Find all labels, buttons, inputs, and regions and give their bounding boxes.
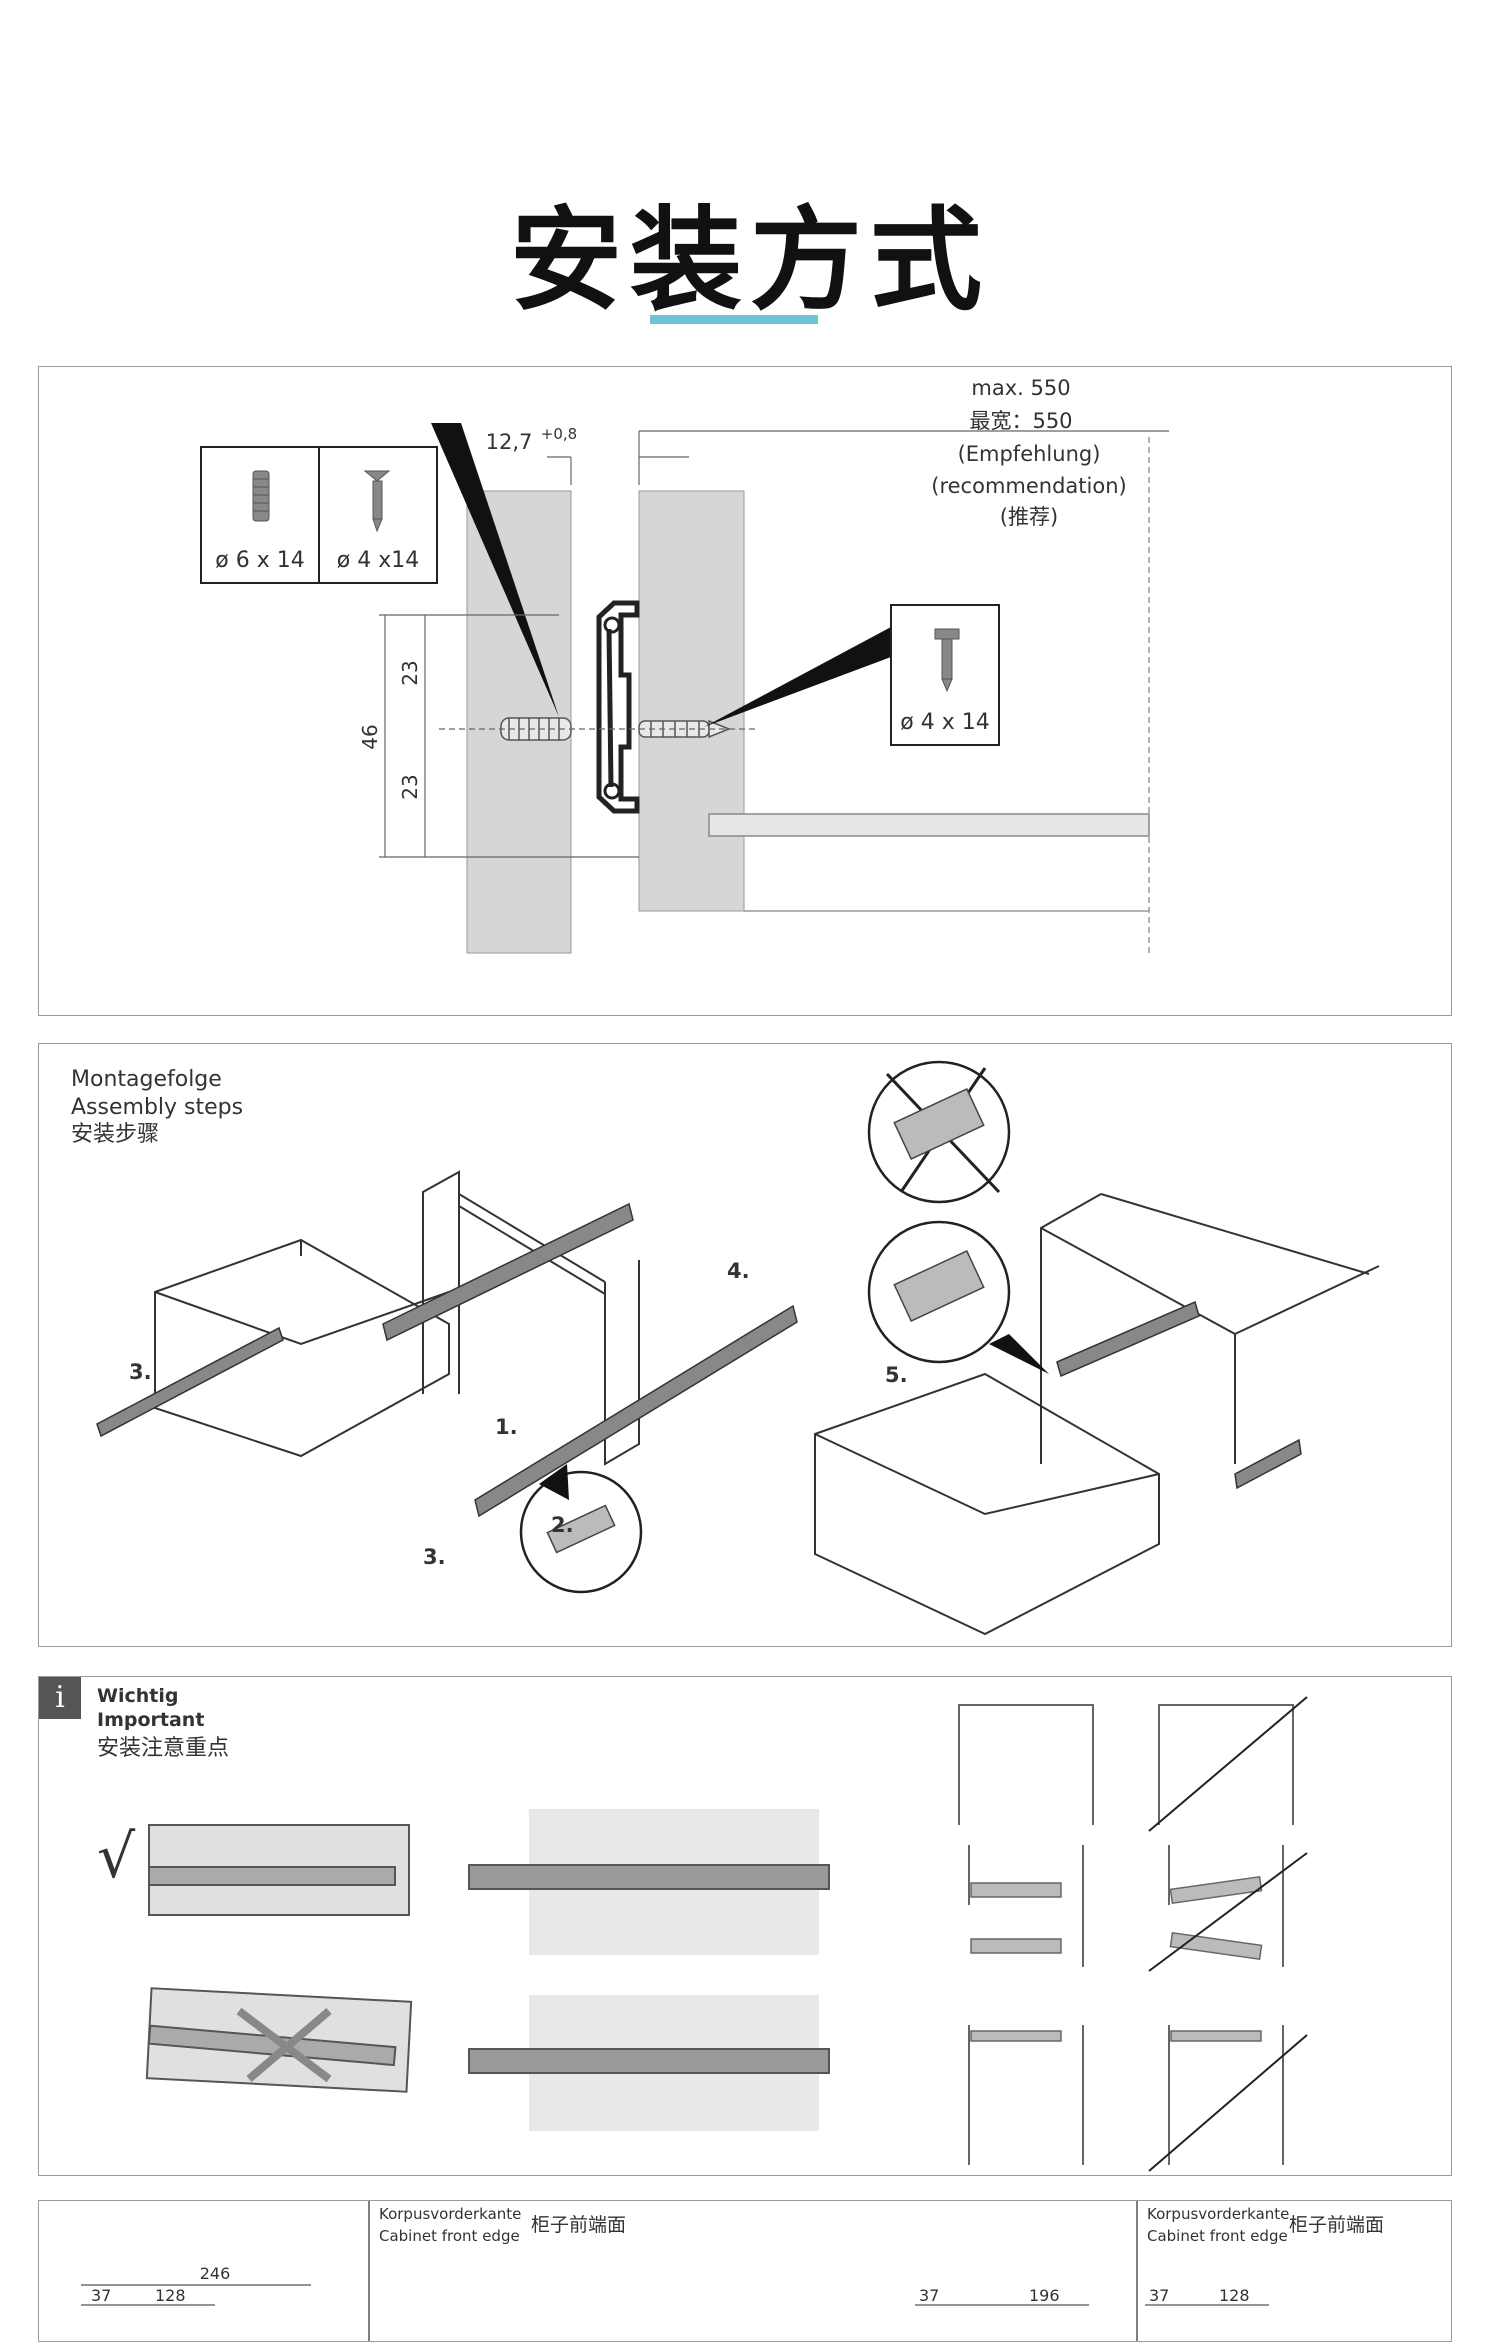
mounting-dimensions-panel: Korpusvorderkante Cabinet front edge 柜子前…	[38, 2200, 1452, 2342]
leader-right	[704, 627, 891, 727]
drawer-right	[814, 1372, 1160, 1636]
step-1-label: 1.	[495, 1415, 518, 1439]
title-underline	[650, 315, 818, 324]
drawer-left	[154, 1238, 450, 1458]
dim-left-128: 128	[155, 2286, 186, 2305]
assembly-heading-cn: 安装步骤	[71, 1122, 160, 1147]
screw-label-6x14: ø 6 x 14	[215, 548, 304, 573]
info-icon: i	[39, 1677, 81, 1719]
rail-profile	[596, 600, 640, 814]
page-title: 安装方式	[510, 196, 990, 326]
assembly-heading-de: Montagefolge	[71, 1067, 222, 1092]
important-heading-en: Important	[97, 1708, 205, 1731]
height-top: 23	[398, 660, 422, 685]
important-drawing: √	[97, 1696, 1308, 2172]
mounting-drawing: Korpusvorderkante Cabinet front edge 柜子前…	[81, 2201, 1384, 2341]
important-heading-cn: 安装注意重点	[97, 1736, 230, 1761]
max-width: max. 550	[971, 376, 1070, 400]
step-4-label: 4.	[727, 1259, 750, 1283]
front-edge-left-de: Korpusvorderkante	[379, 2205, 521, 2223]
gap-tolerance: +0,8	[541, 425, 577, 443]
step-5-label: 5.	[885, 1363, 908, 1387]
dim-mid-196: 196	[1029, 2286, 1060, 2305]
assembly-heading-en: Assembly steps	[71, 1094, 244, 1120]
max-width-cn: 最宽：550	[969, 409, 1072, 433]
dimension-drawing: ø 6 x 14 ø 4 x14 ø 4 x 14 12,7 +0,8 max.…	[200, 376, 1169, 954]
dimensions-panel: ø 6 x 14 ø 4 x14 ø 4 x 14 12,7 +0,8 max.…	[38, 366, 1452, 1016]
check-icon: √	[97, 1822, 136, 1892]
screw-label-right: ø 4 x 14	[900, 710, 989, 735]
dim-right-128: 128	[1219, 2286, 1250, 2305]
step-3b-label: 3.	[423, 1545, 446, 1569]
drawer-side	[638, 490, 745, 912]
step-2-label: 2.	[551, 1513, 574, 1537]
front-edge-right-de: Korpusvorderkante	[1147, 2205, 1289, 2223]
important-panel: i Wichtig Important 安装注意重点 √	[38, 1676, 1452, 2176]
assembly-drawing: 3. 3. 1. 2. 4. 5.	[96, 1060, 1380, 1636]
recommendation-en: (recommendation)	[931, 474, 1126, 498]
height-total: 46	[358, 724, 382, 749]
dim-left-total: 246	[200, 2264, 231, 2283]
leader-left	[431, 423, 559, 717]
front-edge-right-cn: 柜子前端面	[1289, 2214, 1384, 2236]
height-bottom: 23	[398, 774, 422, 799]
front-edge-left-en: Cabinet front edge	[379, 2227, 520, 2245]
important-heading-de: Wichtig	[97, 1685, 179, 1707]
front-edge-right-en: Cabinet front edge	[1147, 2227, 1288, 2245]
assembly-panel: Montagefolge Assembly steps 安装步骤	[38, 1043, 1452, 1647]
screw-box-right	[890, 604, 1000, 746]
step-3a-label: 3.	[129, 1360, 152, 1384]
front-edge-left-cn: 柜子前端面	[531, 2214, 626, 2236]
dim-left-37: 37	[91, 2286, 111, 2305]
gap-dimension: 12,7	[486, 430, 533, 454]
wrong-cross-icon	[236, 2007, 332, 2083]
recommendation-cn: (推荐)	[1000, 505, 1058, 529]
screw-label-4x14: ø 4 x14	[337, 548, 419, 573]
drawer-bottom	[708, 813, 1150, 837]
dim-right-37: 37	[1149, 2286, 1169, 2305]
recommendation-de: (Empfehlung)	[958, 442, 1101, 466]
dim-mid-37: 37	[919, 2286, 939, 2305]
